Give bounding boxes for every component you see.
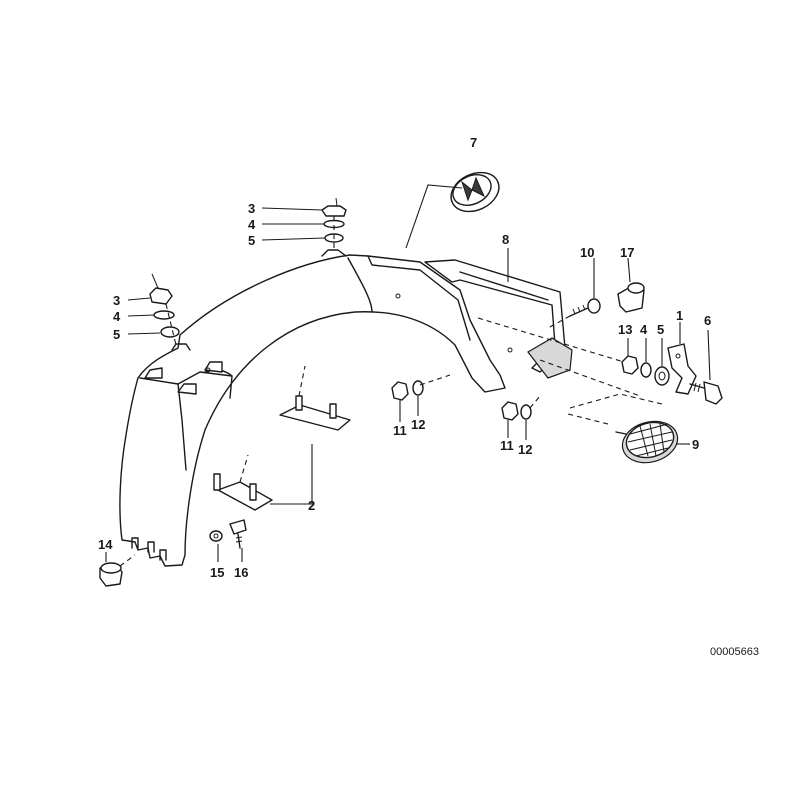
rubber-buffer-17: [617, 257, 645, 313]
screw-10: [547, 258, 601, 329]
callout-11: 11: [393, 423, 407, 438]
callout-6: 6: [704, 313, 711, 328]
screw-16: [229, 519, 247, 562]
bmw-emblem: [405, 171, 500, 249]
callout-15: 15: [210, 565, 224, 580]
callout-10: 10: [580, 245, 594, 260]
callout-1: 1: [676, 308, 683, 323]
fender-bracket-upper: [279, 365, 351, 431]
callout-labels: 7 8 10 17 13 4 5 1 6 3 4 5 3 4 5 11 12 1…: [98, 135, 711, 580]
bracket-leader-2: [270, 444, 313, 505]
diagram-reference-number: 00005663: [710, 646, 759, 658]
callout-5: 5: [657, 322, 664, 337]
rear-fender: [119, 249, 513, 567]
callout-8: 8: [502, 232, 509, 247]
callout-4: 4: [640, 322, 648, 337]
callout-7: 7: [470, 135, 477, 150]
washer-15: [209, 530, 223, 562]
hardware-stack-left: [127, 273, 180, 346]
rubber-grommet-14: [99, 552, 136, 587]
callout-3: 3: [113, 293, 120, 308]
callout-12: 12: [518, 442, 532, 457]
callout-2: 2: [308, 498, 315, 513]
callout-5: 5: [248, 233, 255, 248]
callout-9: 9: [692, 437, 699, 452]
callout-11: 11: [500, 438, 514, 453]
callout-3: 3: [248, 201, 255, 216]
fender-bracket-lower: [213, 454, 273, 511]
callout-12: 12: [411, 417, 425, 432]
nut-washer-pair-center: [391, 374, 451, 422]
callout-16: 16: [234, 565, 248, 580]
callout-4: 4: [248, 217, 256, 232]
callout-13: 13: [618, 322, 632, 337]
reflector-9: [615, 420, 690, 464]
callout-17: 17: [620, 245, 634, 260]
hardware-group-right: [477, 317, 723, 425]
nut-washer-pair-right: [501, 395, 541, 440]
callout-4: 4: [113, 309, 121, 324]
callout-14: 14: [98, 537, 113, 552]
hardware-stack-top: [261, 197, 347, 252]
callout-5: 5: [113, 327, 120, 342]
